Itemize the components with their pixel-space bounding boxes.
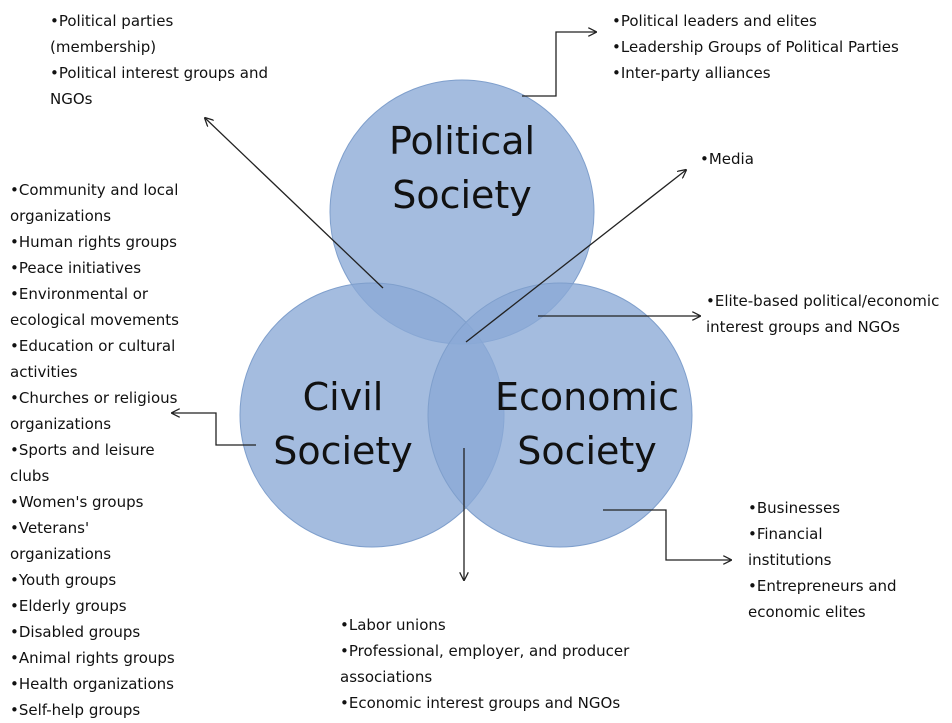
list-item: •Women's groups xyxy=(10,493,144,511)
political-leaders-list: •Political leaders and elites •Leadershi… xyxy=(612,8,899,86)
connector-arrows xyxy=(172,32,731,580)
list-item: interest groups and NGOs xyxy=(706,318,900,336)
list-item: •Political leaders and elites xyxy=(612,12,817,30)
elite-groups-list: •Elite-based political/economic interest… xyxy=(706,288,939,340)
arrow-media xyxy=(465,170,686,343)
arrow-civil-organizations xyxy=(172,413,256,446)
list-item: •Elite-based political/economic xyxy=(706,292,940,310)
political-society-title: Political Society xyxy=(372,114,552,222)
list-item: •Churches or religious xyxy=(10,389,178,407)
list-item: institutions xyxy=(748,551,832,569)
civil-society-title: Civil Society xyxy=(248,370,438,478)
list-item: clubs xyxy=(10,467,50,485)
list-item: organizations xyxy=(10,207,112,225)
list-item: •Community and local xyxy=(10,181,179,199)
list-item: •Economic interest groups and NGOs xyxy=(340,694,621,712)
economic-society-circle xyxy=(427,282,693,548)
list-item: •Labor unions xyxy=(340,616,446,634)
list-item: •Self-help groups xyxy=(10,701,141,719)
political-title-line-2: Society xyxy=(392,173,532,217)
list-item: •Entrepreneurs and xyxy=(748,577,897,595)
economic-title-line-1: Economic xyxy=(495,375,679,419)
list-item: •Environmental or xyxy=(10,285,149,303)
list-item: organizations xyxy=(10,545,112,563)
list-item: •Media xyxy=(700,150,754,168)
list-item: •Animal rights groups xyxy=(10,649,175,667)
list-item: organizations xyxy=(10,415,112,433)
civil-organizations-list: •Community and local organizations •Huma… xyxy=(10,177,179,723)
list-item: •Leadership Groups of Political Parties xyxy=(612,38,899,56)
list-item: •Financial xyxy=(748,525,823,543)
political-title-line-1: Political xyxy=(388,119,536,163)
list-item: NGOs xyxy=(50,90,93,108)
list-item: •Peace initiatives xyxy=(10,259,142,277)
list-item: •Youth groups xyxy=(10,571,117,589)
list-item: •Elderly groups xyxy=(10,597,127,615)
list-item: •Political parties xyxy=(50,12,174,30)
civil-title-line-2: Society xyxy=(273,429,413,473)
arrow-businesses xyxy=(603,509,731,560)
list-item: •Human rights groups xyxy=(10,233,177,251)
economic-society-title: Economic Society xyxy=(492,370,682,478)
list-item: •Health organizations xyxy=(10,675,174,693)
list-item: •Political interest groups and xyxy=(50,64,268,82)
list-item: •Sports and leisure xyxy=(10,441,155,459)
arrow-political-leaders xyxy=(522,32,596,97)
list-item: •Businesses xyxy=(748,499,841,517)
business-list: •Businesses •Financial institutions •Ent… xyxy=(748,495,897,625)
list-item: •Professional, employer, and producer xyxy=(340,642,630,660)
list-item: •Education or cultural xyxy=(10,337,176,355)
venn-circles xyxy=(239,79,693,548)
arrow-political-membership xyxy=(205,118,384,289)
list-item: associations xyxy=(340,668,433,686)
media-label: •Media xyxy=(700,146,754,172)
list-item: •Disabled groups xyxy=(10,623,141,641)
list-item: ecological movements xyxy=(10,311,179,329)
list-item: •Inter-party alliances xyxy=(612,64,771,82)
list-item: economic elites xyxy=(748,603,866,621)
labor-list: •Labor unions •Professional, employer, a… xyxy=(340,612,629,716)
list-item: (membership) xyxy=(50,38,157,56)
political-parties-list: •Political parties (membership) •Politic… xyxy=(50,8,268,112)
economic-title-line-2: Society xyxy=(517,429,657,473)
list-item: activities xyxy=(10,363,78,381)
civil-title-line-1: Civil xyxy=(302,375,384,419)
list-item: •Veterans' xyxy=(10,519,90,537)
